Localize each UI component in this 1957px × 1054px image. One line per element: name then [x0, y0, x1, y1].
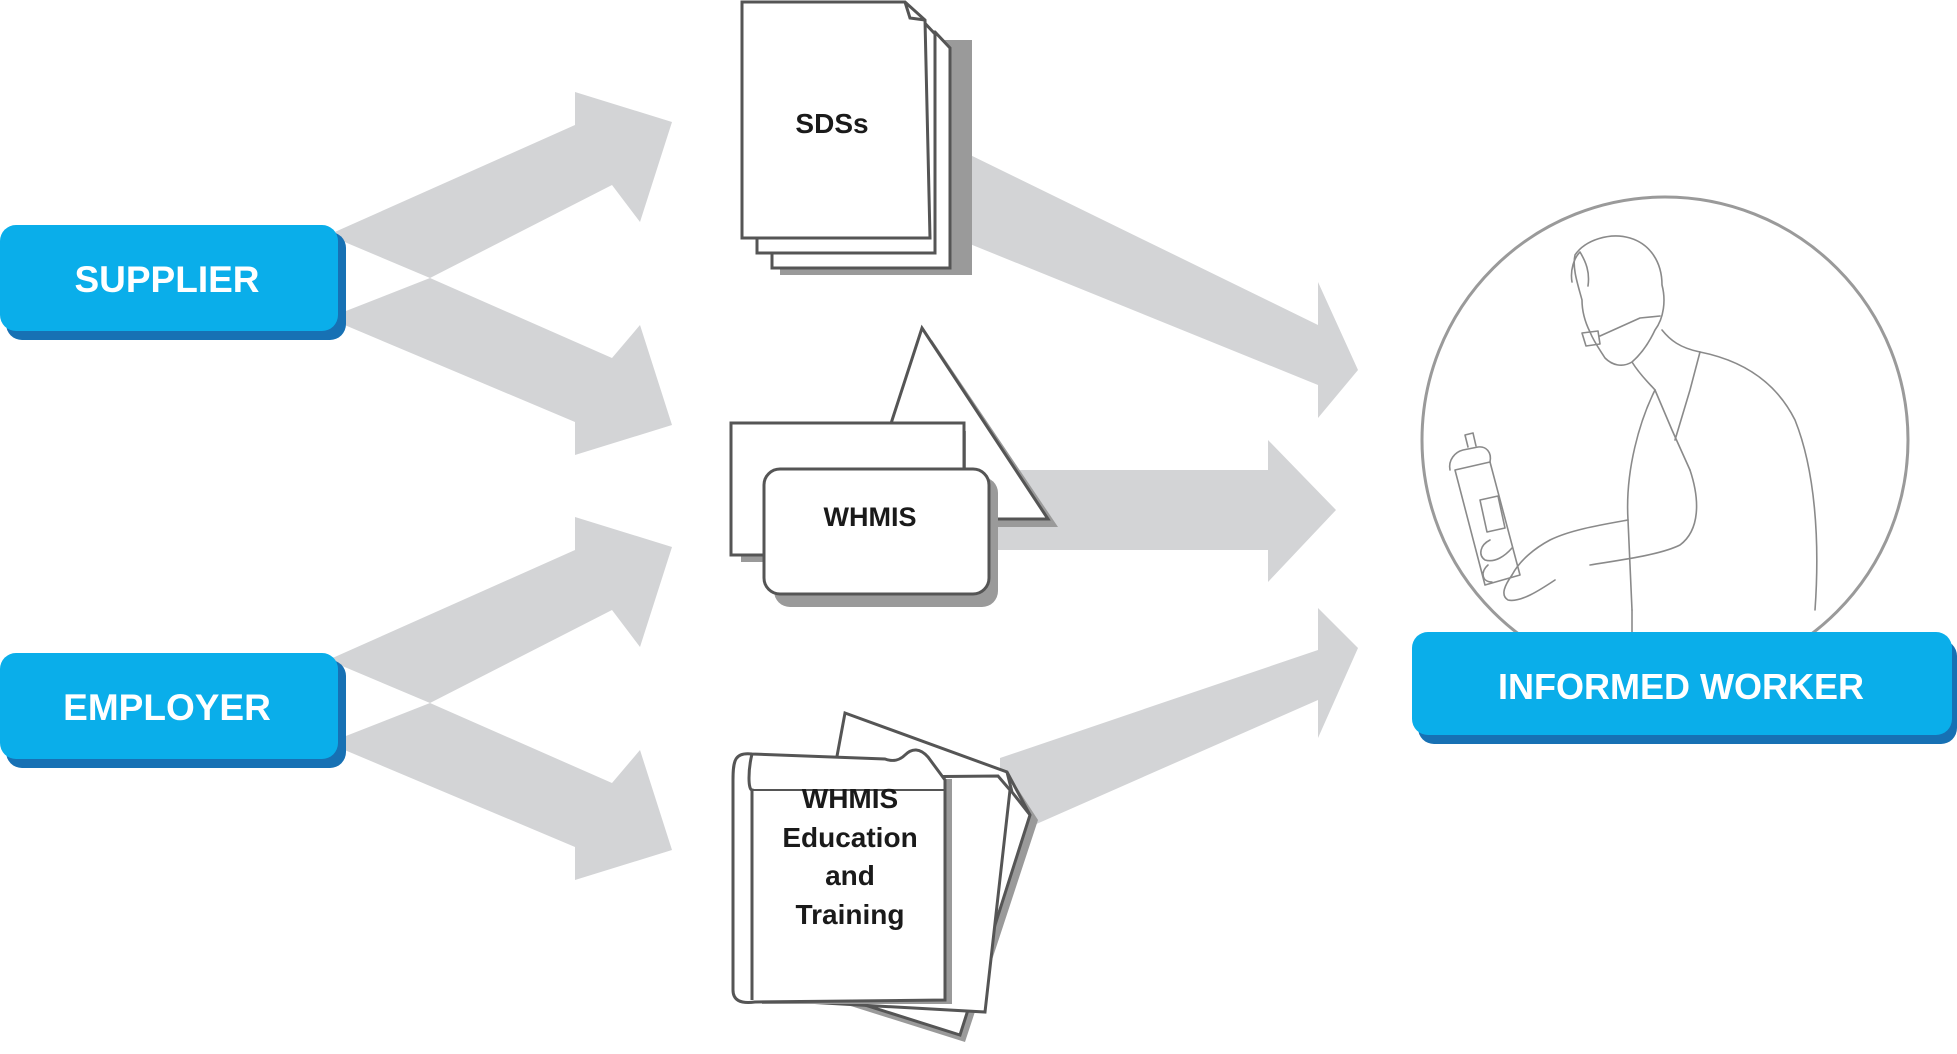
arrow-employer-to-training: [328, 703, 672, 880]
training-label-line-1: WHMIS: [802, 783, 898, 814]
whmis-front-card: [762, 467, 991, 596]
informed-worker-label: INFORMED WORKER: [1498, 666, 1864, 707]
arrow-training-to-worker: [1000, 608, 1358, 840]
stacked-pages-icon: SDSs: [740, 0, 972, 275]
informed-worker-box-face: [1412, 632, 1952, 735]
employer-box: EMPLOYER: [0, 653, 346, 768]
supplier-box: SUPPLIER: [0, 225, 346, 340]
training-label-line-2: Education: [782, 822, 917, 853]
binder-icon: WHMIS Education and Training: [731, 710, 1038, 1042]
employer-label: EMPLOYER: [63, 687, 271, 728]
employer-box-face: [0, 653, 338, 759]
arrow-supplier-to-whmis: [328, 278, 672, 455]
training-label-line-4: Training: [796, 899, 905, 930]
training-label-line-3: and: [825, 860, 875, 891]
sds-label: SDSs: [795, 108, 868, 139]
arrow-employer-to-whmis: [328, 517, 672, 703]
informed-worker-box: INFORMED WORKER: [1412, 632, 1957, 744]
arrow-supplier-to-sds: [328, 92, 672, 278]
flow-arrows: [328, 92, 1358, 880]
arrow-whmis-to-worker: [985, 440, 1336, 582]
whmis-label: WHMIS: [824, 502, 917, 532]
whmis-card-group: WHMIS: [729, 324, 1058, 607]
supplier-box-face: [0, 225, 338, 331]
arrow-sds-to-worker: [960, 150, 1358, 418]
worker-with-bottle-icon: [1448, 235, 1818, 641]
informed-worker-illustration: [1420, 195, 1910, 685]
supplier-label: SUPPLIER: [74, 259, 259, 300]
binder-cover: [731, 748, 947, 1004]
worker-circle: [1420, 195, 1910, 685]
